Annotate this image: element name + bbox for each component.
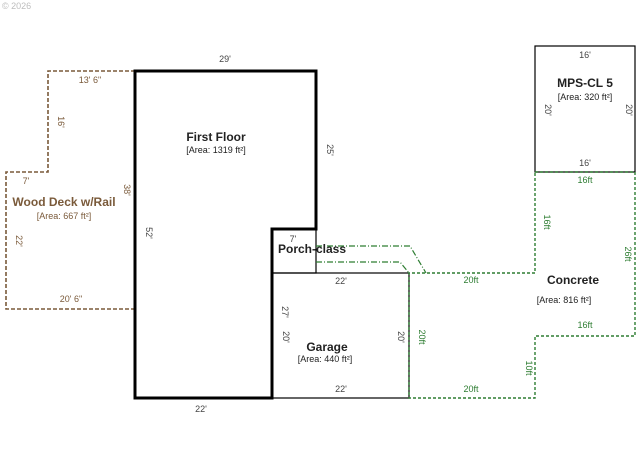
porch-connector-inner	[316, 261, 410, 274]
dim-con-left: 20ft	[417, 329, 427, 345]
dim-con-mid: 20ft	[463, 275, 479, 285]
dim-garage-porch: 27'	[280, 306, 290, 318]
mps-area: [Area: 320 ft²]	[558, 92, 613, 102]
concrete-outline	[408, 171, 636, 399]
dim-deck-right: 38'	[122, 184, 132, 196]
dim-garage-left: 20'	[281, 331, 291, 343]
dim-ff-right: 25'	[325, 144, 335, 156]
dim-con-bottom: 20ft	[463, 384, 479, 394]
dim-con-top: 16ft	[577, 175, 593, 185]
dim-deck-top: 13' 6"	[79, 75, 101, 85]
dim-con-v: 16ft	[542, 214, 552, 230]
dim-deck-step-h: 7'	[23, 176, 30, 186]
deck-area: [Area: 667 ft²]	[37, 211, 92, 221]
dim-ff-notch: 7'	[290, 234, 297, 244]
dim-deck-left: 22'	[14, 235, 24, 247]
dim-mps-top: 16'	[579, 50, 591, 60]
garage-area: [Area: 440 ft²]	[298, 354, 353, 364]
deck-outline	[5, 70, 135, 310]
concrete-title: Concrete	[547, 273, 599, 287]
garage-title: Garage	[306, 340, 348, 354]
dim-garage-right: 20'	[396, 331, 406, 343]
dim-con-bottom-v: 10ft	[524, 360, 534, 376]
dim-mps-bottom: 16'	[579, 158, 591, 168]
first-floor-area: [Area: 1319 ft²]	[186, 145, 246, 155]
porch-connector	[316, 245, 427, 274]
dim-mps-right: 20'	[624, 104, 634, 116]
porch-title: Porch-class	[278, 242, 346, 256]
garage-outline	[271, 272, 410, 399]
dim-deck-bottom: 20' 6"	[60, 294, 82, 304]
dim-ff-left: 52'	[144, 227, 154, 239]
dim-ff-bottom: 22'	[195, 404, 207, 414]
watermark: © 2026	[2, 1, 31, 11]
dim-ff-top: 29'	[219, 54, 231, 64]
dim-mps-left: 20'	[543, 104, 553, 116]
dim-con-right: 26ft	[623, 246, 633, 262]
dim-deck-step-v: 16'	[56, 116, 66, 128]
deck-title: Wood Deck w/Rail	[12, 195, 115, 209]
dim-con-step: 16ft	[577, 320, 593, 330]
dim-garage-top: 22'	[335, 276, 347, 286]
dim-garage-bottom: 22'	[335, 384, 347, 394]
first-floor-title: First Floor	[186, 130, 246, 144]
mps-title: MPS-CL 5	[557, 76, 613, 90]
concrete-area: [Area: 816 ft²]	[537, 295, 592, 305]
